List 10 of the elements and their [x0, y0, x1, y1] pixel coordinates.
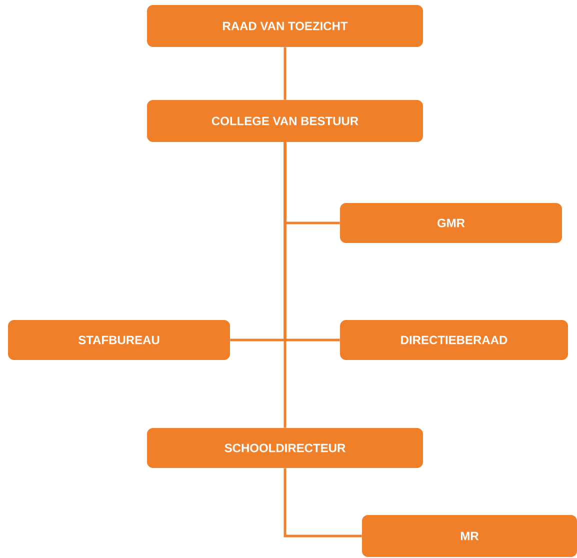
- box: RAAD VAN TOEZICHT: [147, 5, 423, 47]
- box: GMR: [340, 203, 562, 243]
- connector-line: [284, 47, 286, 100]
- box: SCHOOLDIRECTEUR: [147, 428, 423, 468]
- connector-line: [284, 142, 286, 428]
- box: STAFBUREAU: [8, 320, 230, 360]
- box: COLLEGE VAN BESTUUR: [147, 100, 423, 142]
- connector-line: [284, 468, 362, 538]
- box: DIRECTIEBERAAD: [340, 320, 568, 360]
- box: MR: [362, 515, 577, 557]
